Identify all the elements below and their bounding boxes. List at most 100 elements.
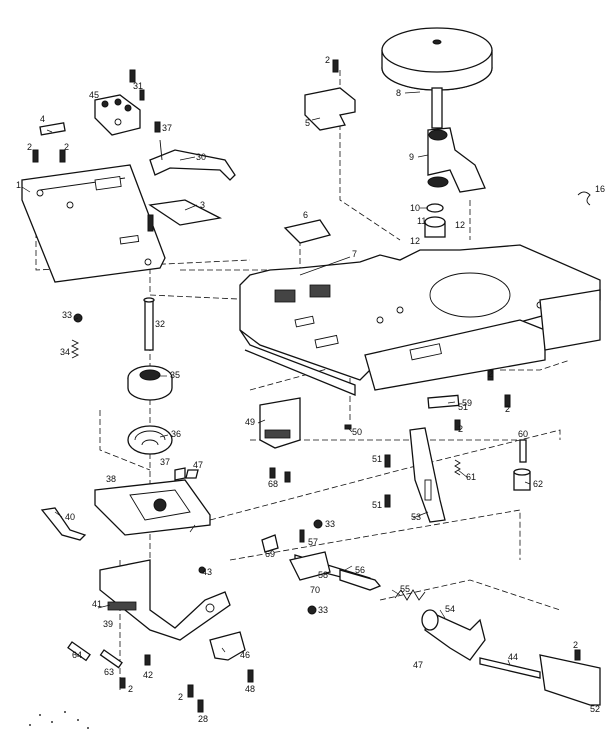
label-part-38: 38	[106, 474, 116, 484]
pin-part-64	[67, 641, 91, 662]
label-part-37a: 37	[162, 123, 172, 133]
bracket-part-6	[283, 219, 332, 244]
clip-part-47	[185, 469, 199, 479]
label-part-68: 68	[268, 479, 278, 489]
arm-part-53	[409, 427, 461, 523]
label-part-6: 6	[303, 210, 308, 220]
clip-part-16	[577, 191, 591, 206]
lever-part-30	[149, 139, 236, 181]
plate-part-38	[94, 479, 211, 536]
label-part-12a: 12	[410, 236, 420, 246]
label-part-51c: 51	[372, 500, 382, 510]
leader-lines	[21, 91, 531, 666]
label-part-55: 55	[400, 584, 410, 594]
label-part-1: 1	[16, 180, 21, 190]
label-part-33a: 33	[62, 310, 72, 320]
label-part-60: 60	[518, 429, 528, 439]
label-part-54: 54	[445, 604, 455, 614]
part-labels: 1 2 2 2 3 4 5 6 7 8 9 10 11 12 12 16 30 …	[16, 55, 605, 724]
label-part-11: 11	[417, 216, 426, 226]
label-part-8: 8	[396, 88, 401, 98]
label-part-2b: 2	[64, 142, 69, 152]
label-part-69: 69	[265, 549, 275, 559]
bracket-part-9	[427, 127, 486, 193]
bracket-part-49	[259, 397, 301, 449]
cap-part-62	[513, 468, 531, 491]
label-part-59: 59	[462, 398, 472, 408]
label-part-12b: 12	[455, 220, 465, 230]
label-part-9: 9	[409, 152, 414, 162]
label-part-7: 7	[352, 249, 357, 259]
clip-part-69	[261, 534, 279, 553]
bracket-part-58	[289, 551, 331, 581]
shim-part-4	[39, 122, 66, 136]
flywheel-part-8	[381, 27, 493, 129]
label-part-2g: 2	[178, 692, 183, 702]
label-part-58: 58	[318, 570, 328, 580]
label-part-2d: 2	[488, 369, 493, 379]
shaft-part-32	[143, 297, 155, 351]
label-part-2f: 2	[128, 684, 133, 694]
label-part-53: 53	[411, 512, 421, 522]
label-part-28: 28	[198, 714, 208, 724]
block-part-45	[94, 94, 141, 136]
label-part-47b: 47	[413, 660, 423, 670]
gear-part-35	[127, 365, 173, 401]
bar-part-3	[148, 199, 223, 226]
label-part-2e: 2	[505, 404, 510, 414]
pulley-part-11	[424, 216, 446, 238]
washer-part-10	[426, 203, 444, 213]
label-part-35: 35	[170, 370, 180, 380]
label-part-49: 49	[245, 417, 255, 427]
label-part-33c: 33	[318, 605, 328, 615]
label-part-2i: 2	[458, 424, 463, 434]
lever-part-40	[40, 507, 87, 541]
label-part-2c: 2	[325, 55, 330, 65]
capacitor-part-54	[421, 609, 486, 661]
label-part-62: 62	[533, 479, 543, 489]
label-part-36: 36	[171, 429, 181, 439]
label-part-42: 42	[143, 670, 153, 680]
label-part-37b: 37	[160, 457, 170, 467]
plate-part-1	[21, 164, 166, 283]
pin-part-63	[99, 649, 123, 669]
label-part-50: 50	[352, 427, 362, 437]
label-part-57: 57	[308, 537, 318, 547]
bracket-part-52	[539, 654, 601, 706]
label-part-40: 40	[65, 512, 75, 522]
label-part-10: 10	[410, 203, 420, 213]
label-part-63: 63	[104, 667, 114, 677]
label-part-33b: 33	[325, 519, 335, 529]
label-part-16: 16	[595, 184, 605, 194]
label-part-2h: 2	[573, 640, 578, 650]
part-46	[209, 631, 246, 661]
label-part-64: 64	[72, 650, 82, 660]
label-part-61: 61	[466, 472, 476, 482]
cam-part-36	[127, 425, 173, 455]
label-part-51b: 51	[372, 454, 382, 464]
label-part-34: 34	[60, 347, 70, 357]
pin-part-60	[519, 439, 527, 463]
misc-screws	[119, 59, 581, 713]
label-part-41: 41	[92, 599, 102, 609]
label-part-70: 70	[310, 585, 320, 595]
label-part-39: 39	[103, 619, 113, 629]
spring-part-55	[394, 589, 426, 601]
label-part-48: 48	[245, 684, 255, 694]
label-part-3: 3	[200, 200, 205, 210]
label-part-31: 31	[133, 81, 143, 91]
screws-top-left	[32, 69, 161, 232]
label-part-44: 44	[508, 652, 518, 662]
screw-part-57	[299, 529, 305, 543]
label-part-4: 4	[40, 114, 45, 124]
label-part-56: 56	[355, 565, 365, 575]
chassis-part-7	[239, 244, 601, 396]
label-part-2a: 2	[27, 142, 32, 152]
bracket-part-5	[304, 87, 356, 131]
spring-part-34	[70, 339, 80, 359]
label-part-45: 45	[89, 90, 99, 100]
label-part-30: 30	[196, 152, 206, 162]
label-part-5: 5	[305, 118, 310, 128]
shaft-part-44	[479, 657, 541, 679]
clip-part-37	[174, 467, 186, 481]
